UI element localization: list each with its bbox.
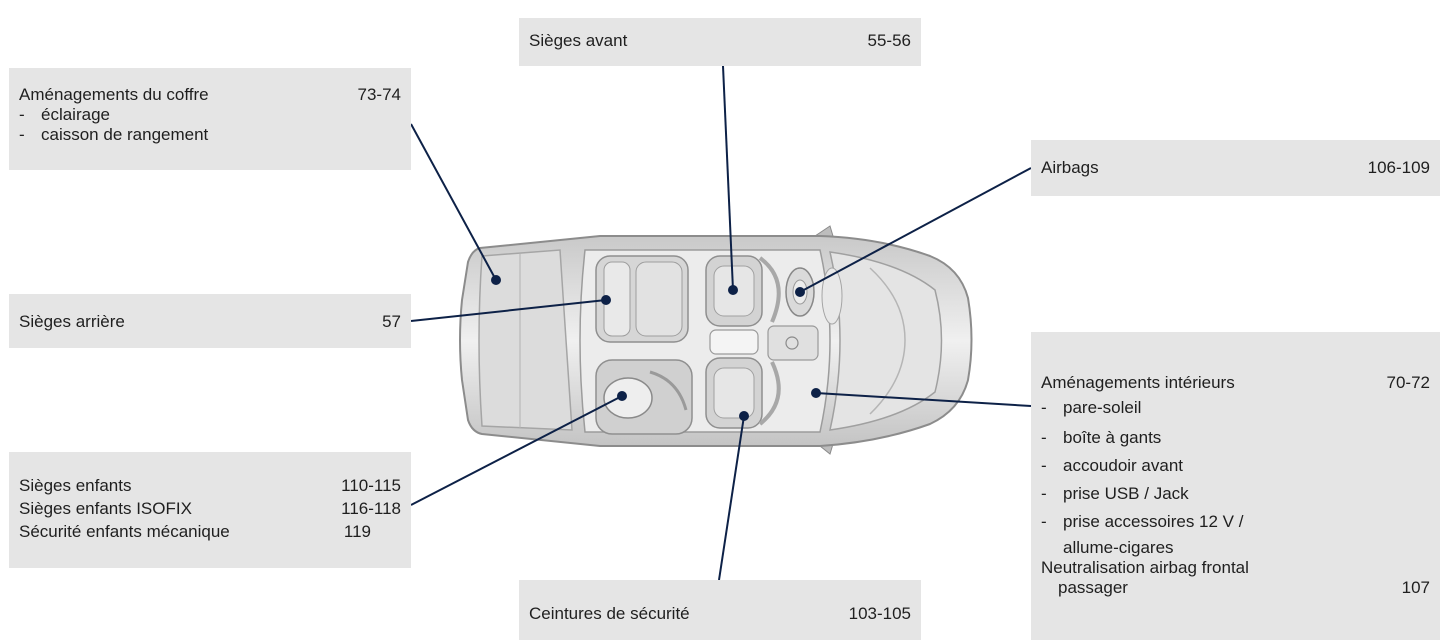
dot-rear-seats [601, 295, 611, 305]
page-ref: 103-105 [848, 604, 911, 623]
callout-label: Aménagements du coffre [19, 85, 209, 104]
page-ref: 119 [343, 522, 371, 541]
callout-label: Sécurité enfants mécanique [19, 522, 230, 541]
callout-rear-seats: Sièges arrière 57 [9, 294, 411, 348]
callout-label: Sièges avant [529, 31, 628, 50]
callout-child-seats: Sièges enfants 110-115 Sièges enfants IS… [9, 452, 411, 568]
callout-seat-belts: Ceintures de sécurité 103-105 [519, 580, 921, 640]
list-item: -pare-soleil [1041, 398, 1142, 417]
list-item: -boîte à gants [1041, 428, 1162, 447]
callout-label: Sièges enfants [19, 476, 132, 495]
list-item: -caisson de rangement [19, 125, 209, 144]
list-item: -éclairage [19, 105, 110, 124]
callout-label: Aménagements intérieurs [1041, 373, 1235, 392]
dot-airbags [795, 287, 805, 297]
car-top-view [459, 225, 973, 455]
list-item: -accoudoir avant [1041, 456, 1184, 475]
list-item-continuation: allume-cigares [1063, 538, 1174, 557]
dot-front-seats [728, 285, 738, 295]
callout-label: Airbags [1041, 158, 1099, 177]
page-ref: 106-109 [1367, 158, 1430, 177]
callout-label-continuation: passager [1058, 578, 1128, 597]
leader-lines [410, 65, 1032, 581]
leader-child [410, 395, 623, 506]
callout-boot: Aménagements du coffre 73-74 -éclairage … [9, 68, 411, 170]
callout-label: Ceintures de sécurité [529, 604, 690, 623]
leader-interior [815, 392, 1032, 407]
callout-interior: Aménagements intérieurs 70-72 -pare-sole… [1031, 332, 1440, 640]
page-ref: 57 [382, 312, 401, 331]
list-item: -prise accessoires 12 V / [1041, 512, 1244, 531]
dot-interior [811, 388, 821, 398]
page-ref: 107 [1401, 578, 1430, 597]
dot-belts [739, 411, 749, 421]
page-ref: 116-118 [341, 499, 401, 518]
leader-rear-seats [410, 299, 607, 322]
page-ref: 55-56 [867, 31, 911, 50]
callout-label: Sièges enfants ISOFIX [19, 499, 192, 518]
dot-child [617, 391, 627, 401]
callout-label: Neutralisation airbag frontal [1041, 558, 1249, 577]
page-ref: 70-72 [1386, 373, 1430, 392]
leader-airbags [799, 167, 1032, 293]
callout-front-seats: Sièges avant 55-56 [519, 18, 921, 66]
callout-airbags: Airbags 106-109 [1031, 140, 1440, 196]
leader-front-seats [722, 65, 734, 291]
leader-dots [491, 275, 821, 421]
callout-label: Sièges arrière [19, 312, 125, 331]
leader-belts [718, 415, 745, 581]
list-item: -prise USB / Jack [1041, 484, 1189, 503]
dot-boot [491, 275, 501, 285]
page-ref: 73-74 [357, 85, 401, 104]
leader-boot [410, 123, 497, 281]
page-ref: 110-115 [341, 476, 401, 495]
